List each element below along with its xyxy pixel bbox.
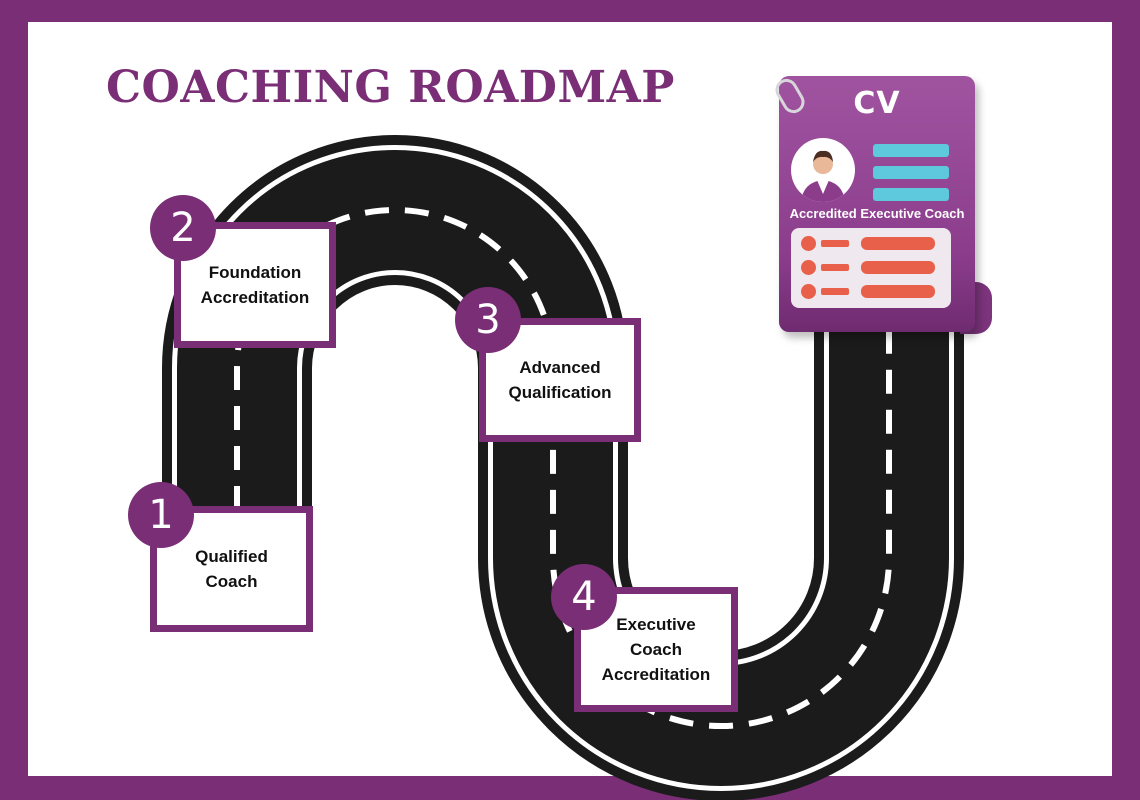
bullet-icon: [801, 260, 816, 275]
step-1-badge: 1: [128, 482, 194, 548]
cv-title: CV: [853, 86, 901, 121]
bullet-icon: [801, 236, 816, 251]
step-3-label: Advanced Qualification: [508, 358, 612, 402]
cv-dash: [821, 288, 849, 295]
cv-card: CV Accredited Executive Coach: [771, 74, 975, 332]
avatar-icon: [791, 138, 855, 202]
step-1-label: Qualified Coach: [195, 547, 268, 591]
cv-line-3: [873, 188, 949, 201]
step-2-badge: 2: [150, 195, 216, 261]
cv-caption: Accredited Executive Coach: [789, 206, 965, 221]
bullet-icon: [801, 284, 816, 299]
cv-list-panel: [791, 228, 951, 308]
cv-list-bar: [861, 237, 935, 250]
step-3-badge: 3: [455, 287, 521, 353]
cv-line-1: [873, 144, 949, 157]
cv-list-bar: [861, 285, 935, 298]
cv-dash: [821, 264, 849, 271]
step-4-label: Executive Coach Accreditation: [601, 615, 711, 684]
cv-line-2: [873, 166, 949, 179]
step-2-label: Foundation Accreditation: [200, 263, 310, 307]
cv-list-bar: [861, 261, 935, 274]
step-4-badge: 4: [551, 564, 617, 630]
page-title: COACHING ROADMAP: [106, 62, 675, 113]
cv-dash: [821, 240, 849, 247]
